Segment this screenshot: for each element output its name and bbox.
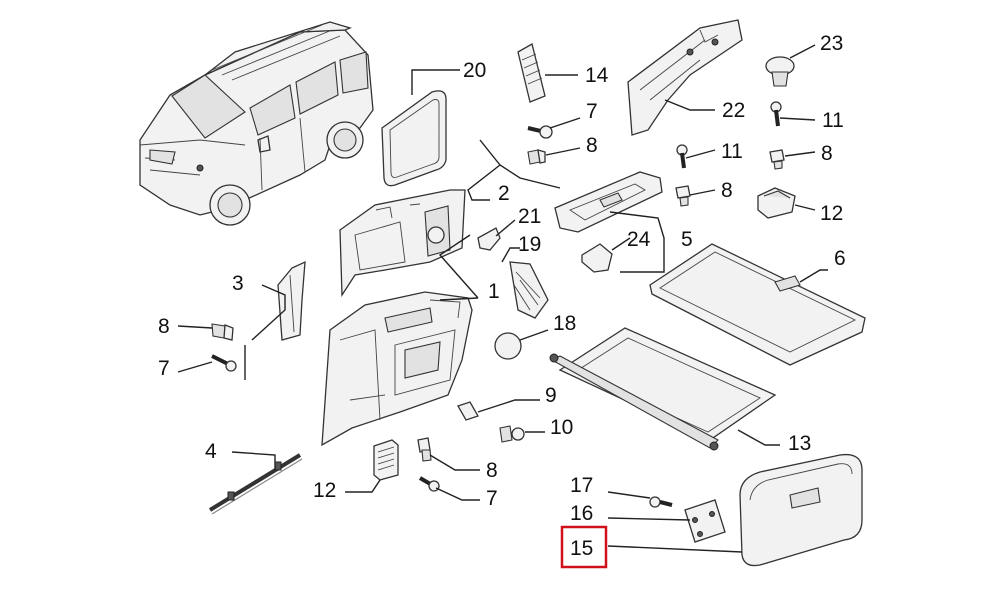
part-1-main-side-trim [321,291,473,447]
label-8: 8 [721,179,733,202]
label-10: 10 [550,416,573,439]
part-11-screw-upper [770,101,782,127]
label-16: 16 [570,502,593,525]
label-7: 7 [486,487,498,510]
part-8-clip-middle [675,185,691,207]
part-19-grille [509,261,549,319]
label-7: 7 [586,100,598,123]
label-23: 23 [820,32,843,55]
part-12-vent-upper [757,187,796,219]
label-17: 17 [570,474,593,497]
label-18: 18 [553,312,576,335]
label-8: 8 [158,315,170,338]
label-14: 14 [585,64,609,87]
part-22-long-bracket [627,19,743,136]
part-7-screw-lower [418,476,440,492]
part-9-push-clip [457,401,479,421]
label-22: 22 [722,99,745,122]
label-6: 6 [834,247,846,270]
part-8-clip-left [211,323,234,341]
part-24-small-cover [581,243,613,273]
part-15-side-cover-panel [739,453,863,567]
highlight-box [560,525,608,569]
label-8: 8 [586,134,598,157]
label-12: 12 [313,479,336,502]
part-20-window-panel [381,90,447,187]
label-4: 4 [205,440,217,463]
label-24: 24 [627,228,651,251]
part-13-luggage-cover [549,327,777,451]
part-8-clip-lower [417,437,432,462]
part-16-hinge [684,499,726,543]
part-8-clip-right [769,149,785,170]
part-3-pillar-trim [277,260,306,341]
label-11: 11 [822,109,844,132]
part-11-screw-lower [676,144,688,169]
part-10-bolt [499,425,525,443]
label-8: 8 [821,142,833,165]
label-8: 8 [486,459,498,482]
label-7: 7 [158,357,170,380]
label-3: 3 [232,272,244,295]
label-15: 15 [570,537,593,560]
part-23-plug [765,56,795,87]
label-19: 19 [518,233,541,256]
label-9: 9 [545,384,557,407]
part-12-vent-lower [373,439,399,481]
part-14-vent-plate [517,43,546,103]
label-2: 2 [498,182,510,205]
part-17-screw-small [649,496,673,508]
label-13: 13 [788,432,811,455]
part-2-upper-side-trim [339,189,466,298]
part-21-bracket [477,227,501,251]
label-12: 12 [820,202,843,225]
part-6-floor-panel [649,243,866,366]
label-20: 20 [463,59,486,82]
label-1: 1 [488,280,500,303]
part-4-rail-strip [208,453,303,515]
part-7-screw-top [527,125,553,139]
part-5-cargo-tray [554,171,663,233]
label-5: 5 [681,228,693,251]
part-18-round-cap [494,332,522,360]
part-7-screw-left [211,354,237,372]
vehicle-illustration [139,21,374,226]
label-21: 21 [518,205,541,228]
part-8-clip-top [527,149,546,165]
label-11: 11 [721,140,743,163]
